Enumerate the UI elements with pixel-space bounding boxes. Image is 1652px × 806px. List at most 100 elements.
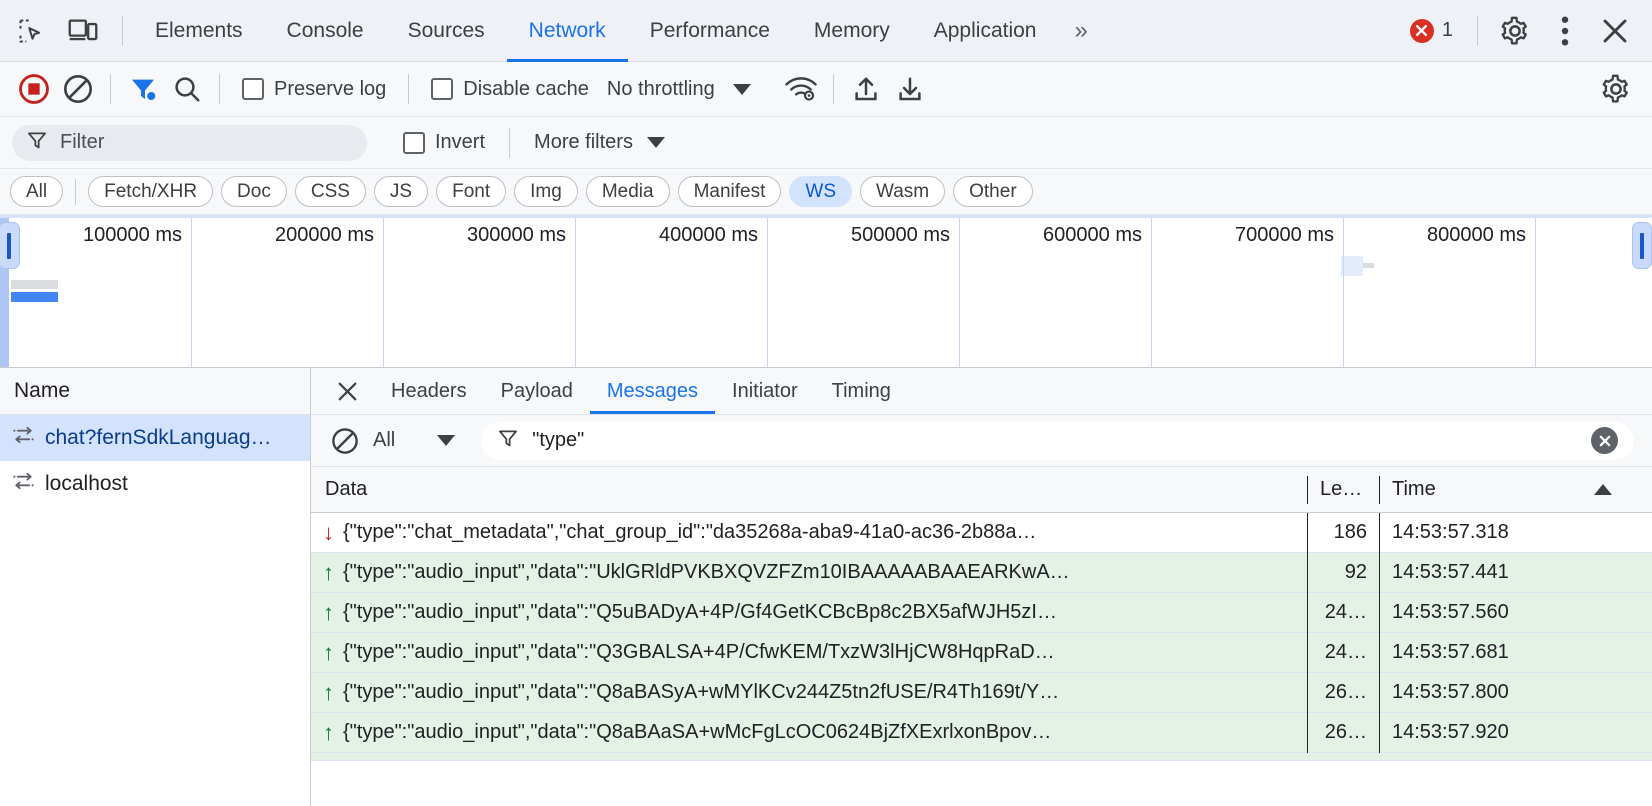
detail-tab-headers[interactable]: Headers [391,379,467,402]
arrow-up-icon: ↑ [323,561,334,584]
network-lower-split: Name chat?fernSdkLanguag… localhost Heade… [0,368,1652,806]
invert-checkbox[interactable]: Invert [389,131,499,154]
overview-bar-grey [11,280,58,289]
clear-x-icon[interactable] [1591,427,1618,454]
detail-tab-timing[interactable]: Timing [831,379,891,402]
tab-console[interactable]: Console [286,18,364,42]
record-stop-icon[interactable] [12,67,56,111]
message-length-cell: 26… [1307,672,1379,713]
tab-performance[interactable]: Performance [649,18,770,42]
close-detail-icon[interactable] [321,368,374,414]
upload-icon[interactable] [844,67,888,111]
column-header-time[interactable]: Time [1379,475,1652,504]
request-name: chat?fernSdkLanguag… [45,426,272,449]
column-header-length[interactable]: Le… [1307,475,1379,504]
message-time-cell: 14:53:57.920 [1379,712,1652,753]
overview-right-resize-handle[interactable] [1632,222,1652,269]
overview-tick-label: 400000 ms [659,224,758,246]
message-row[interactable]: ↓{"type":"chat_metadata","chat_group_id"… [311,512,1652,553]
type-filter-wasm[interactable]: Wasm [860,176,946,207]
arrow-up-icon: ↑ [323,641,334,664]
more-tabs-icon[interactable]: » [1074,16,1087,44]
type-filter-font[interactable]: Font [436,176,507,207]
message-time-cell: 14:53:57.441 [1379,552,1652,593]
three-dots-icon[interactable] [1542,8,1588,54]
type-filter-manifest[interactable]: Manifest [677,176,782,207]
tab-network[interactable]: Network [506,0,628,62]
type-filter-all[interactable]: All [10,176,64,207]
message-data-cell: ↓{"type":"chat_metadata","chat_group_id"… [311,521,1307,544]
message-data-cell: ↑{"type":"audio_input","data":"Q8aBAaSA+… [311,721,1307,744]
chevron-down-icon [732,83,751,95]
message-type-select[interactable]: All [367,429,467,452]
chevron-down-icon [437,435,456,446]
filter-input[interactable]: Filter [12,124,367,161]
wifi-gear-icon[interactable] [779,67,823,111]
message-data-text: {"type":"audio_input","data":"UklGRldPVK… [343,561,1070,583]
message-row[interactable]: ↑ {"type":"audio_input","data":"UklGRldPV… [311,552,1652,593]
more-filters-dropdown[interactable]: More filters [520,131,665,154]
request-row[interactable]: chat?fernSdkLanguag… [0,415,310,461]
disable-cache-checkbox[interactable]: Disable cache [419,78,601,101]
request-list-rows: chat?fernSdkLanguag… localhost [0,415,310,507]
message-row[interactable]: ↑{"type":"audio_input","data":"Q3GBALSA+… [311,632,1652,673]
inspect-element-icon[interactable] [8,8,54,54]
message-data-text: {"type":"chat_metadata","chat_group_id":… [343,521,1037,543]
message-time-cell: 14:53:57.681 [1379,632,1652,673]
sort-ascending-icon [1594,484,1612,495]
preserve-log-checkbox[interactable]: Preserve log [230,78,398,101]
messages-table-body: ↓{"type":"chat_metadata","chat_group_id"… [311,512,1652,753]
message-search-input[interactable]: "type" [481,421,1634,460]
request-row[interactable]: localhost [0,461,310,507]
tab-application[interactable]: Application [933,18,1037,42]
tab-elements[interactable]: Elements [155,18,243,42]
toolbar-divider-2 [219,74,220,104]
message-row[interactable]: ↑{"type":"audio_input","data":"Q8aBAaSA+… [311,712,1652,753]
close-icon[interactable] [1592,8,1638,54]
message-row[interactable]: ↑{"type":"audio_input","data":"Q5uBADyA+… [311,592,1652,633]
network-settings-gear-icon[interactable] [1594,67,1638,111]
type-filter-media[interactable]: Media [585,176,670,207]
clear-icon[interactable] [56,67,100,111]
tab-memory[interactable]: Memory [813,18,890,42]
detail-tab-initiator[interactable]: Initiator [732,379,798,402]
message-row[interactable]: ↑{"type":"audio_input","data":"Q8aBASyA+… [311,672,1652,713]
detail-tabs: Headers Payload Messages Initiator Timin… [311,368,1652,415]
type-filter-img[interactable]: Img [514,176,578,207]
clear-messages-icon[interactable] [323,419,367,463]
filter-placeholder: Filter [60,131,105,153]
error-badge[interactable]: 1 [1400,18,1463,43]
throttling-select[interactable]: No throttling [601,78,757,101]
gear-icon[interactable] [1492,8,1538,54]
type-filter-ws[interactable]: WS [789,176,852,207]
type-filter-other[interactable]: Other [953,176,1033,207]
type-filter-css[interactable]: CSS [294,176,366,207]
message-length-cell: 186 [1307,512,1379,553]
message-length-cell: 24… [1307,632,1379,673]
overview-selection-left-edge [0,218,9,367]
type-filter-doc[interactable]: Doc [221,176,287,207]
detail-tab-messages[interactable]: Messages [589,368,716,414]
column-header-data[interactable]: Data [325,478,368,500]
arrow-up-icon: ↑ [323,681,334,704]
type-filter-fetch-xhr[interactable]: Fetch/XHR [88,176,214,207]
overview-gridline [1535,218,1536,367]
request-list-header[interactable]: Name [0,368,310,415]
disable-cache-box [431,78,454,100]
download-icon[interactable] [888,67,932,111]
device-toolbar-icon[interactable] [60,8,106,54]
filter-funnel-icon [26,129,48,156]
detail-tab-payload[interactable]: Payload [500,379,573,402]
messages-table-header: Data Le… Time [311,467,1652,513]
overview-left-resize-handle[interactable] [0,222,20,269]
search-icon[interactable] [165,67,209,111]
filter-funnel-icon[interactable] [121,67,165,111]
type-filter-js[interactable]: JS [373,176,429,207]
more-filters-label: More filters [534,131,633,153]
overview-gridline [575,218,576,367]
error-circle-icon [1409,18,1434,43]
tab-sources[interactable]: Sources [407,18,485,42]
message-type-value: All [373,429,396,451]
